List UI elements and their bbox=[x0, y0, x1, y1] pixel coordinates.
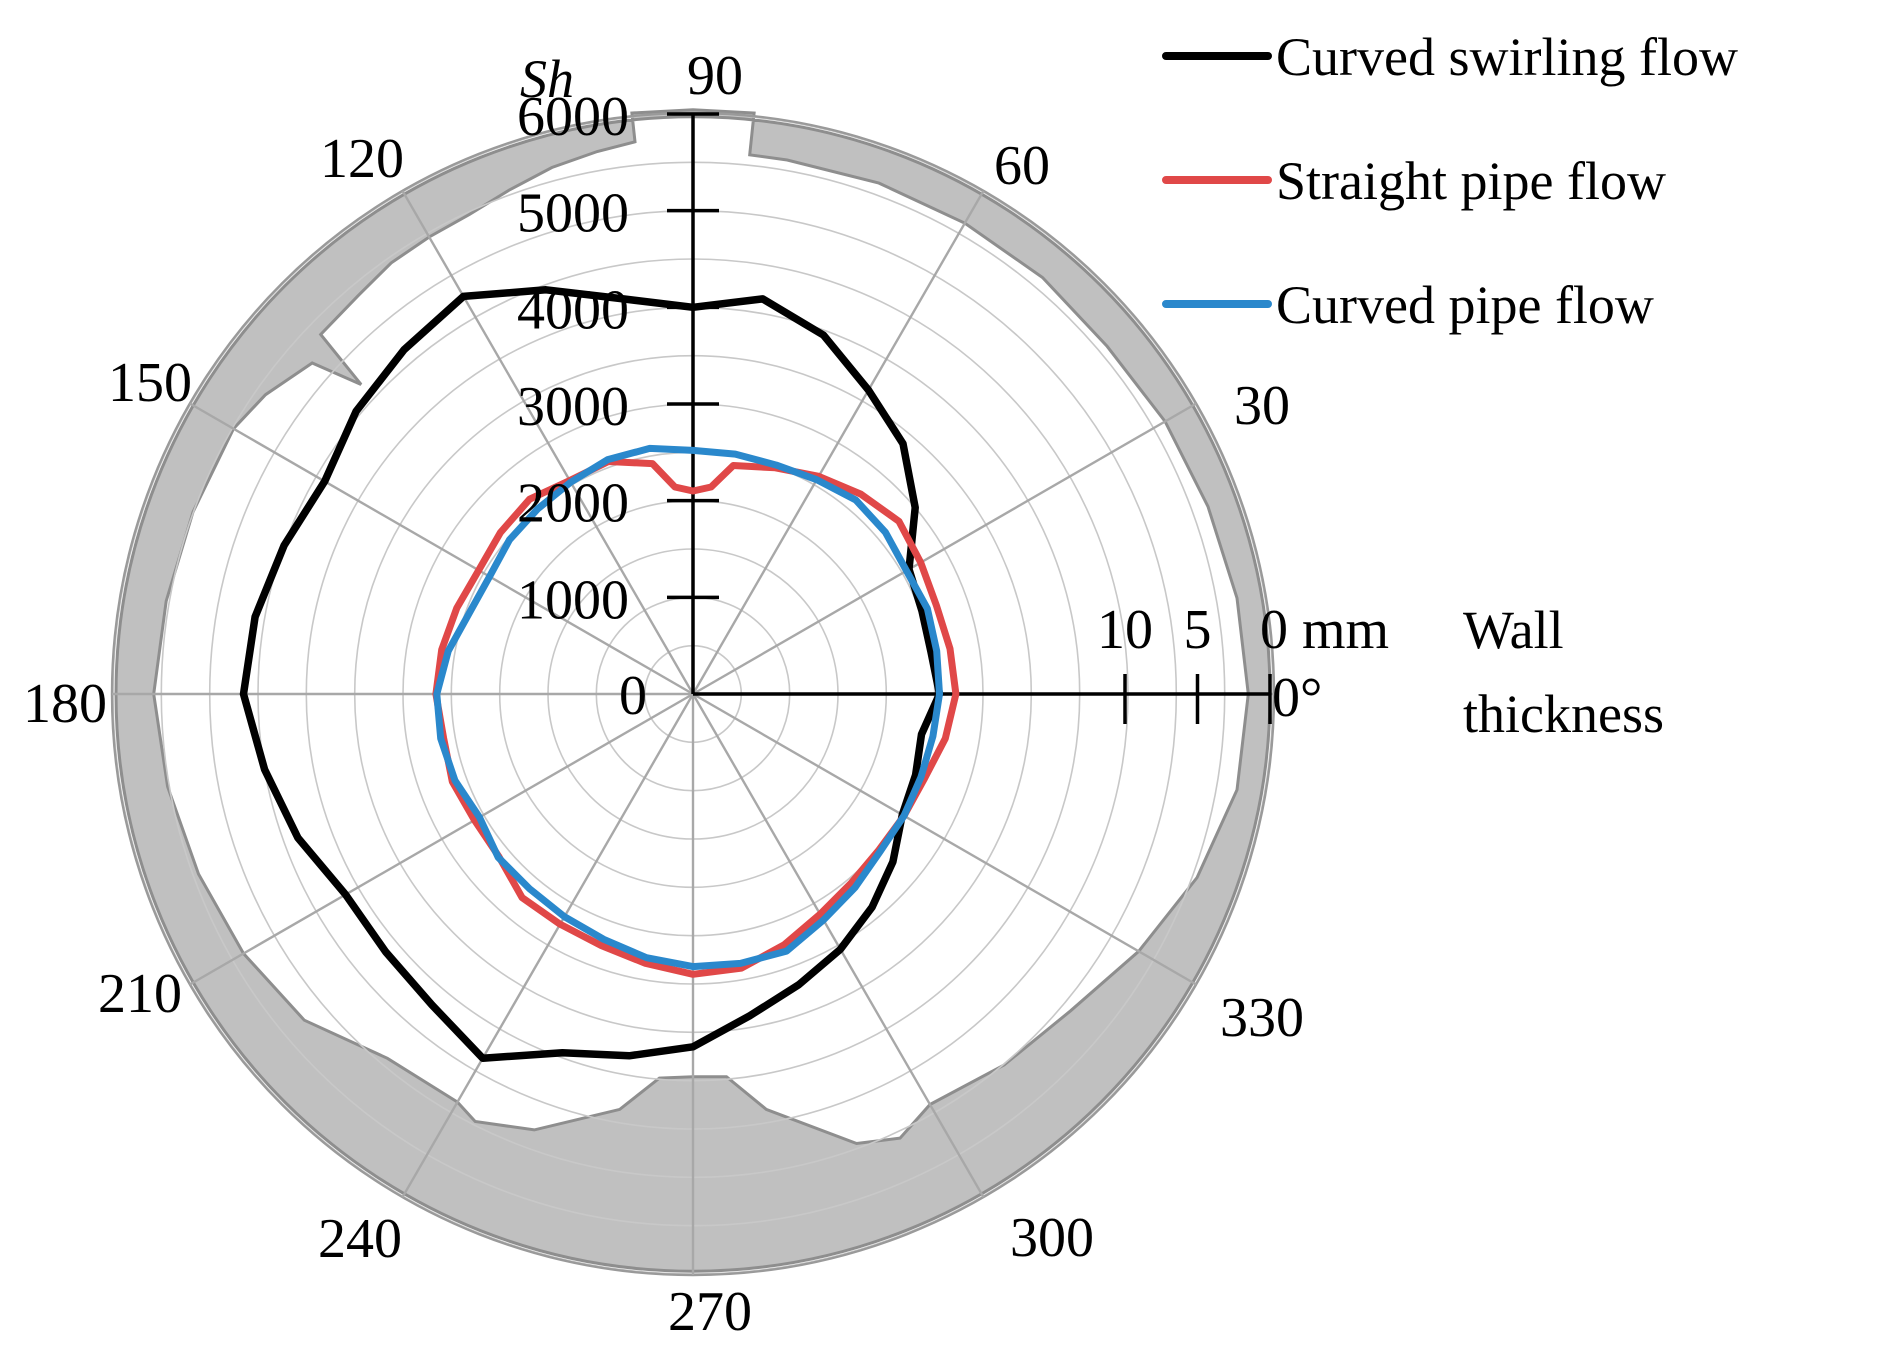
legend-label: Curved swirling flow bbox=[1276, 27, 1738, 87]
wall-tick-label: 5 bbox=[1184, 599, 1212, 661]
angular-tick-label: 30 bbox=[1234, 375, 1290, 437]
angular-tick-label: 150 bbox=[108, 352, 192, 414]
angular-spoke bbox=[401, 190, 695, 695]
radial-tick-label: 6000 bbox=[517, 86, 629, 148]
angular-spoke bbox=[691, 693, 985, 1198]
radial-tick-label: 4000 bbox=[517, 279, 629, 341]
wall-tick-label: 10 bbox=[1097, 599, 1153, 661]
radial-axis-label: Sh bbox=[520, 49, 574, 109]
series-line-0 bbox=[239, 286, 944, 1062]
angular-tick-label: 120 bbox=[320, 128, 404, 190]
radial-tick-label: 3000 bbox=[517, 376, 629, 438]
radial-tick-label: 2000 bbox=[517, 473, 629, 535]
angular-tick-label: 90 bbox=[687, 45, 743, 107]
angular-spoke bbox=[401, 693, 695, 1198]
series-layer bbox=[239, 286, 960, 1062]
series-line-2 bbox=[433, 444, 943, 971]
angular-spoke bbox=[691, 190, 985, 695]
angular-tick-label: 210 bbox=[98, 963, 182, 1025]
angular-tick-label: 60 bbox=[994, 135, 1050, 197]
legend-label: Curved pipe flow bbox=[1276, 275, 1654, 335]
labels: Sh Wall thickness 0 1000 2000 3000 4000 5000 6… bbox=[23, 45, 1664, 1343]
wall-thickness-label-line2: thickness bbox=[1463, 684, 1664, 744]
angular-spoke bbox=[692, 692, 1197, 986]
radial-tick-label: 0 bbox=[619, 665, 647, 727]
angular-tick-label: 270 bbox=[668, 1281, 752, 1343]
angular-tick-label: 0° bbox=[1272, 667, 1322, 729]
legend-label: Straight pipe flow bbox=[1276, 151, 1666, 211]
radial-tick-label: 5000 bbox=[517, 183, 629, 245]
angular-spoke bbox=[189, 692, 694, 986]
wall-thickness-label-line1: Wall bbox=[1463, 600, 1564, 660]
wall-tick-label: 0 mm bbox=[1260, 599, 1389, 661]
angular-tick-label: 300 bbox=[1010, 1207, 1094, 1269]
angular-spoke bbox=[692, 402, 1197, 696]
angular-tick-label: 330 bbox=[1220, 987, 1304, 1049]
axes bbox=[667, 112, 1272, 724]
angular-tick-label: 240 bbox=[318, 1208, 402, 1270]
angular-spoke bbox=[189, 402, 694, 696]
radial-tick-label: 1000 bbox=[517, 569, 629, 631]
angular-tick-label: 180 bbox=[23, 673, 107, 735]
